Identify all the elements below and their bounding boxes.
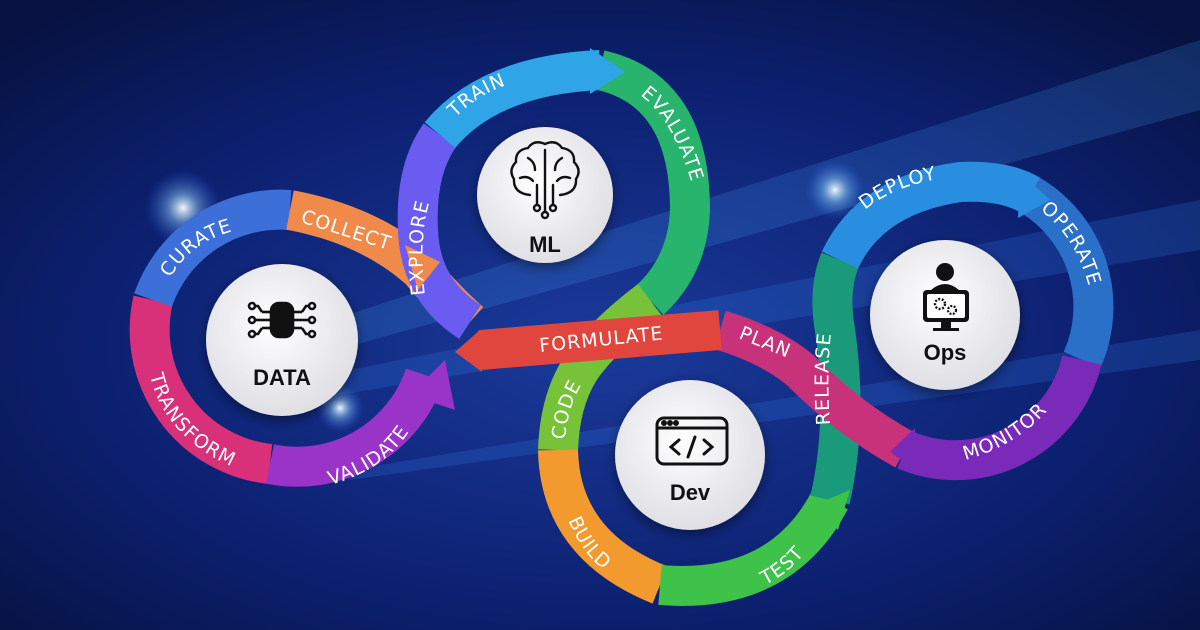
- segment-deploy: [821, 161, 1041, 270]
- segment-arrowheads: [405, 48, 1050, 530]
- monitor-user-icon: [923, 263, 969, 331]
- arrowhead-validate: [410, 360, 455, 410]
- segment-build: [538, 448, 668, 604]
- arrowhead-train: [590, 48, 625, 94]
- brain-circuit-icon: [510, 141, 580, 220]
- segment-plan: [714, 310, 915, 468]
- cycle-segments: [129, 50, 1114, 606]
- hub-ops-label: Ops: [924, 340, 967, 365]
- code-window-icon: [655, 416, 729, 466]
- arrowhead-test: [815, 490, 850, 530]
- segment-explore: [397, 123, 482, 339]
- segment-evaluate: [594, 50, 711, 315]
- hub-data-label: DATA: [253, 365, 311, 390]
- glow-orb: [805, 160, 865, 220]
- chip-icon: [247, 301, 317, 339]
- arrowhead-formulate: [455, 330, 482, 372]
- hub-dev-label: Dev: [670, 480, 711, 505]
- segment-formulate: [478, 310, 722, 370]
- segment-test: [658, 490, 848, 606]
- label-release: RELEASE: [811, 331, 836, 425]
- hub-data: DATA: [206, 264, 358, 416]
- hub-dev: Dev: [615, 380, 765, 530]
- arrowhead-collect: [405, 245, 440, 290]
- hub-ml-label: ML: [529, 232, 561, 257]
- segment-monitor: [897, 354, 1102, 481]
- hub-ml: ML: [477, 127, 613, 263]
- segment-validate: [265, 368, 444, 487]
- hub-ops: Ops: [870, 240, 1020, 390]
- segment-transform: [129, 295, 273, 484]
- arrowhead-deploy: [1018, 172, 1050, 218]
- segment-train: [424, 50, 602, 149]
- segment-operate: [1019, 177, 1114, 369]
- arrowhead-monitor: [890, 428, 918, 472]
- segment-release: [810, 252, 861, 505]
- segment-curate: [134, 189, 292, 308]
